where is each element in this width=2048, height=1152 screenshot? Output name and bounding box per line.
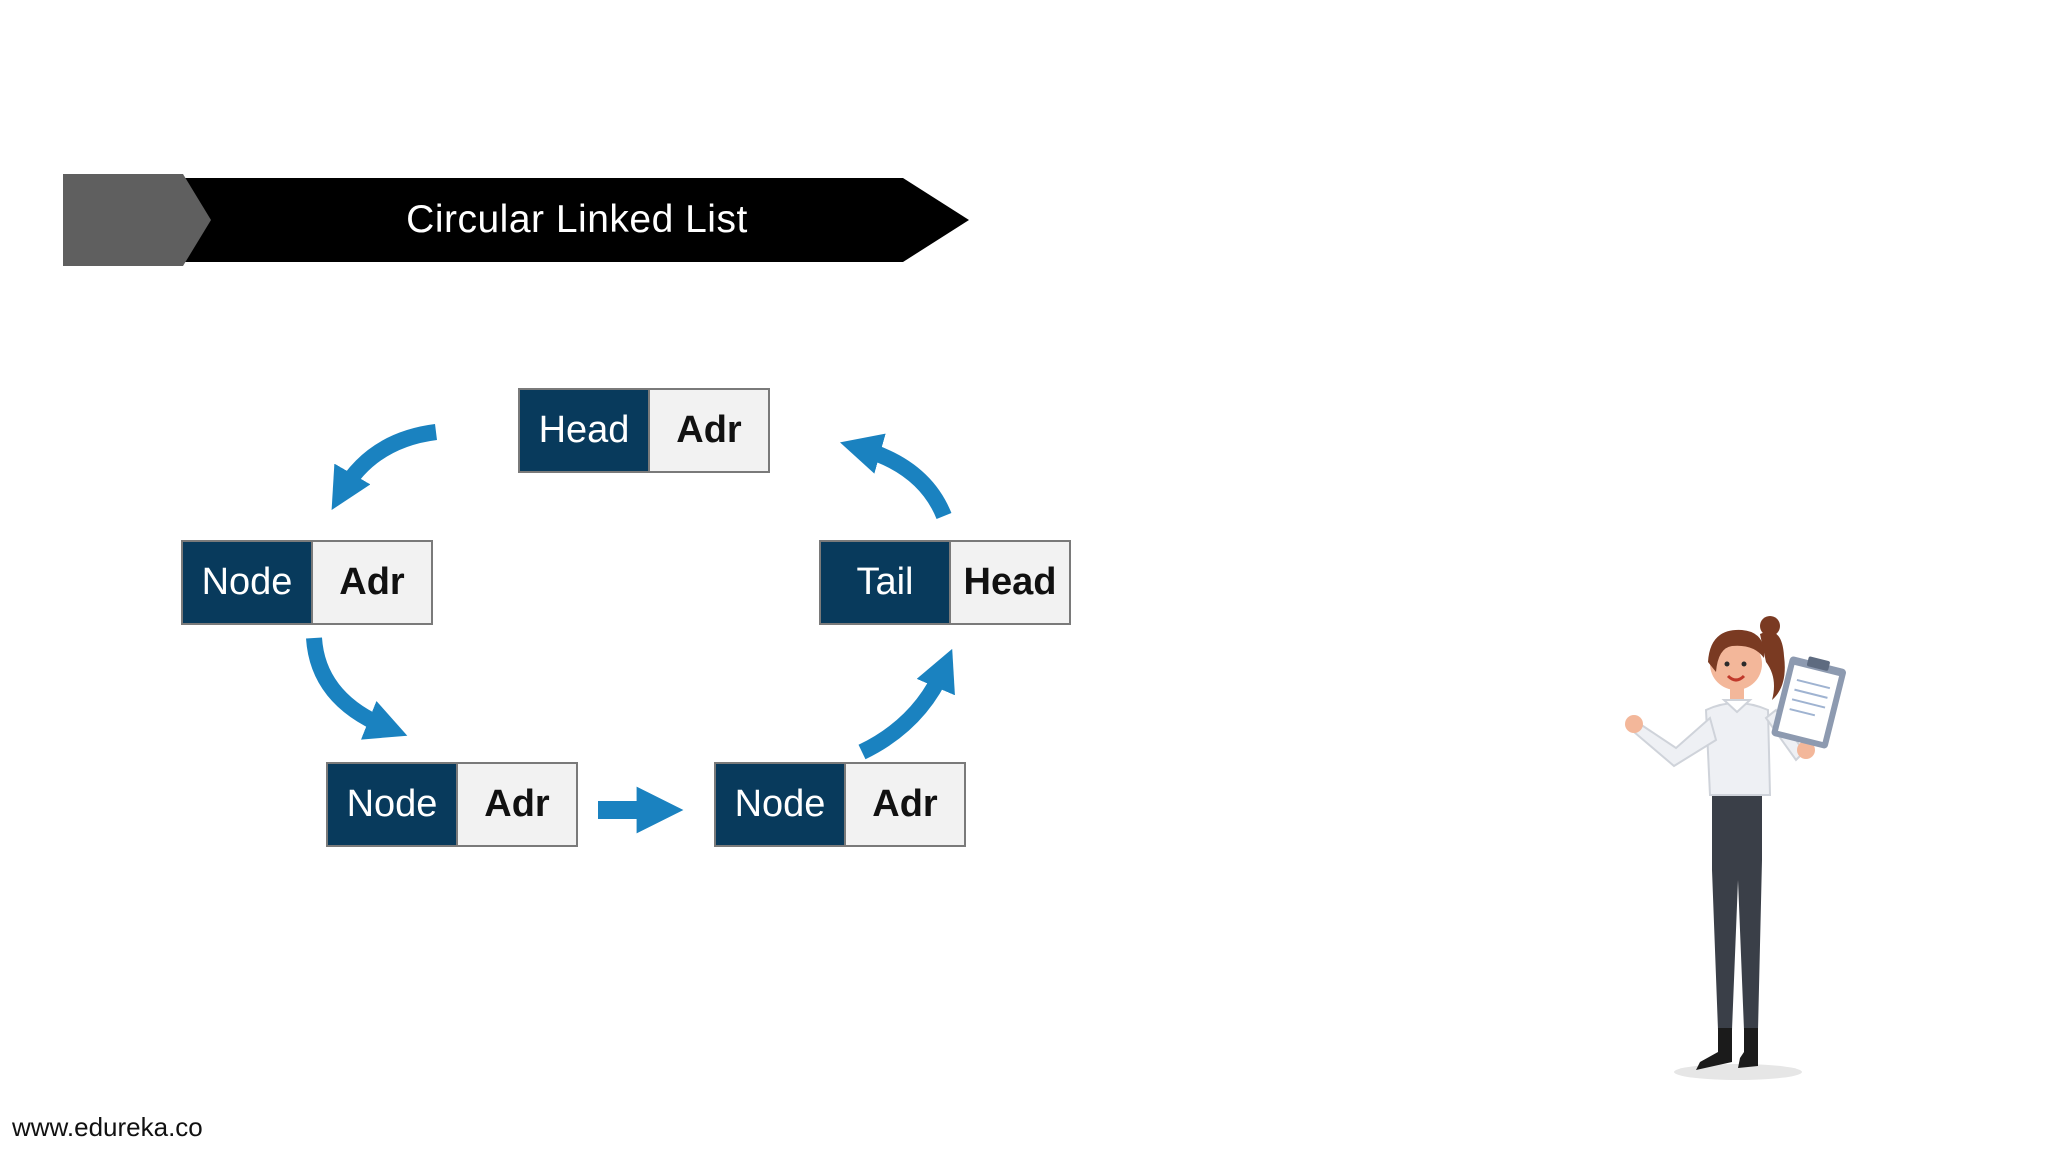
presenter-illustration-icon [1625,616,1846,1080]
node-data-cell: Node [328,764,458,845]
banner-shape [63,174,969,266]
node-pointer-cell: Adr [313,542,431,623]
node-pointer-cell: Adr [458,764,576,845]
node-data-cell: Node [716,764,846,845]
curved-arrow-node3-to-tail [858,648,955,760]
footer-url: www.edureka.co [12,1112,203,1142]
node-pointer-cell: Adr [650,390,768,471]
curved-arrow-node1-to-node2 [306,637,408,740]
node-data-cell: Head [520,390,650,471]
list-node-3: Node Adr [714,762,966,847]
node-pointer-cell: Head [951,542,1069,623]
node-data-cell: Tail [821,542,951,623]
list-node-1: Node Adr [181,540,433,625]
node-data-cell: Node [183,542,313,623]
list-node-2: Node Adr [326,762,578,847]
curved-arrow-tail-to-head [839,433,952,520]
tail-node: Tail Head [819,540,1071,625]
page-title: Circular Linked List [406,198,748,241]
title-banner: Circular Linked List [63,174,971,266]
head-node: Head Adr [518,388,770,473]
node-pointer-cell: Adr [846,764,964,845]
curved-arrow-head-to-node [331,424,438,511]
